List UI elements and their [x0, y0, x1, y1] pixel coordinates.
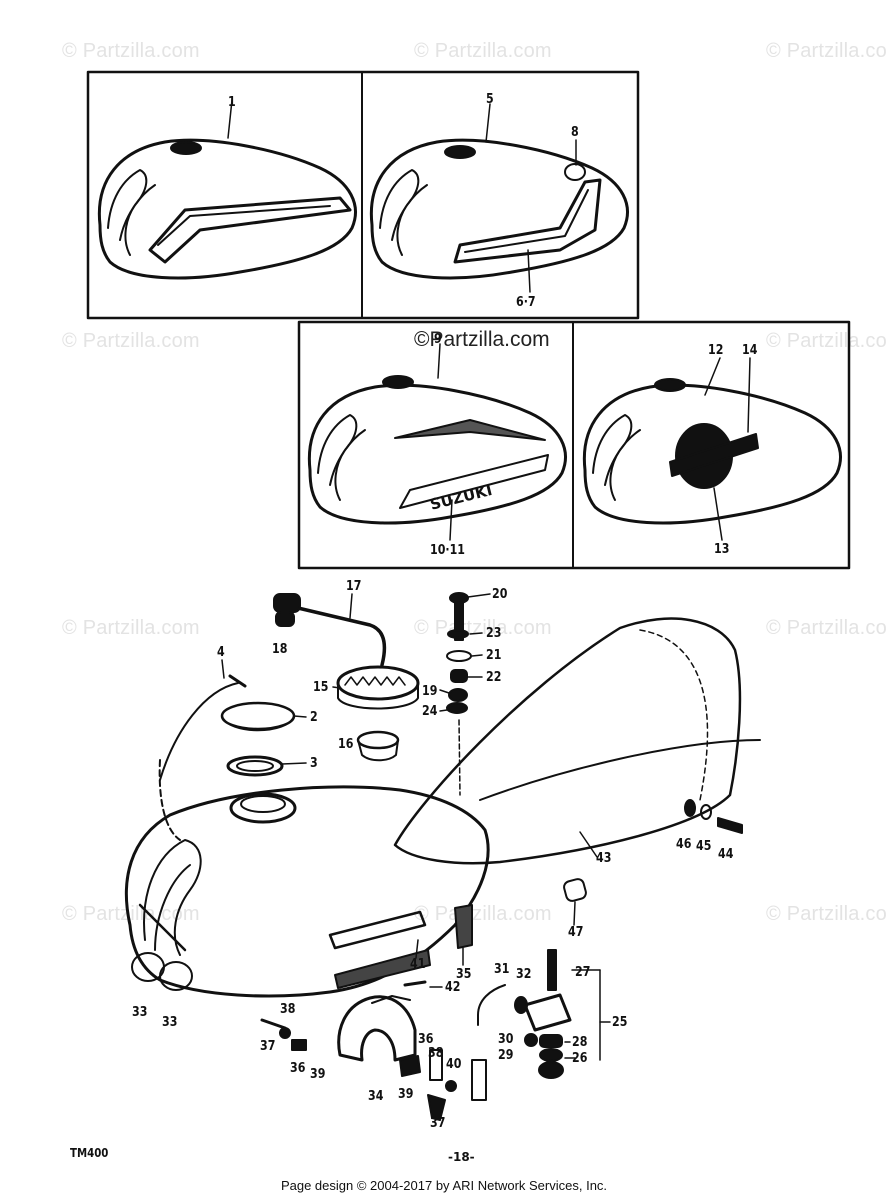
callout-25: 25 — [612, 1015, 628, 1030]
callout-42: 42 — [445, 980, 461, 995]
callout-39: 39 — [398, 1087, 414, 1102]
callout-36: 36 — [418, 1032, 434, 1047]
callout-43: 43 — [596, 851, 612, 866]
callout-40: 40 — [446, 1057, 462, 1072]
footer-copyright: Page design © 2004-2017 by ARI Network S… — [280, 1178, 608, 1193]
callout-46: 46 — [676, 837, 692, 852]
callout-47: 47 — [568, 925, 584, 940]
watermark: © Partzilla.com — [414, 903, 552, 925]
center-watermark: ©Partzilla.com — [414, 328, 550, 351]
callout-18: 18 — [272, 642, 288, 657]
callout-33: 33 — [162, 1015, 178, 1030]
main-fuel-tank — [124, 759, 490, 998]
callout-29: 29 — [498, 1048, 514, 1063]
callout-23: 23 — [486, 626, 502, 641]
callout-2: 2 — [310, 710, 318, 725]
watermark: © Partzilla.com — [766, 40, 888, 62]
callout-6-7: 6·7 — [516, 295, 536, 310]
bolt-stack — [446, 592, 472, 796]
callout-28: 28 — [572, 1035, 588, 1050]
tank-badge-text: SUZUKI — [428, 481, 494, 514]
callout-37: 37 — [430, 1116, 446, 1131]
fuel-cap-assembly — [159, 593, 420, 781]
watermark: © Partzilla.com — [62, 617, 200, 639]
fuel-tank-variant-12 — [582, 357, 842, 541]
rubber-cushion — [563, 878, 587, 902]
callout-5: 5 — [486, 92, 494, 107]
callout-1: 1 — [228, 95, 236, 110]
tank-mount-rubber — [454, 904, 473, 949]
drawing-code: TM400 — [70, 1146, 109, 1160]
callout-12: 12 — [708, 343, 724, 358]
callout-10-11: 10·11 — [430, 543, 465, 558]
callout-3: 3 — [310, 756, 318, 771]
page-number: -18- — [448, 1150, 475, 1164]
fuel-tank-variant-5 — [369, 103, 629, 293]
callout-31: 31 — [494, 962, 510, 977]
callout-38: 38 — [280, 1002, 296, 1017]
callout-14: 14 — [742, 343, 758, 358]
callout-24: 24 — [422, 704, 438, 719]
watermark: © Partzilla.com — [414, 40, 552, 62]
mounting-bracket — [337, 995, 417, 1062]
callout-22: 22 — [486, 670, 502, 685]
callout-21: 21 — [486, 648, 502, 663]
callout-33: 33 — [132, 1005, 148, 1020]
callout-34: 34 — [368, 1089, 384, 1104]
fuel-tank-variant-9: SUZUKI — [307, 343, 567, 541]
callout-16: 16 — [338, 737, 354, 752]
callout-35: 35 — [456, 967, 472, 982]
fuel-tank-variant-1 — [97, 99, 357, 280]
callout-38: 38 — [428, 1046, 444, 1061]
callout-17: 17 — [346, 579, 362, 594]
callout-36: 36 — [290, 1061, 306, 1076]
fuel-petcock — [471, 949, 572, 1101]
callout-32: 32 — [516, 967, 532, 982]
callout-19: 19 — [422, 684, 438, 699]
callout-45: 45 — [696, 839, 712, 854]
callout-39: 39 — [310, 1067, 326, 1082]
callout-8: 8 — [571, 125, 579, 140]
callout-41: 41 — [410, 957, 426, 972]
watermark: © Partzilla.com — [62, 330, 200, 352]
watermark: © Partzilla.com — [766, 903, 888, 925]
callout-15: 15 — [313, 680, 329, 695]
callout-44: 44 — [718, 847, 734, 862]
watermark: © Partzilla.com — [766, 330, 888, 352]
callout-27: 27 — [575, 965, 591, 980]
watermark: © Partzilla.com — [62, 903, 200, 925]
watermark: © Partzilla.com — [766, 617, 888, 639]
watermark: © Partzilla.com — [62, 40, 200, 62]
callout-26: 26 — [572, 1051, 588, 1066]
seat — [393, 617, 761, 865]
callout-13: 13 — [714, 542, 730, 557]
callout-30: 30 — [498, 1032, 514, 1047]
callout-4: 4 — [217, 645, 225, 660]
callout-37: 37 — [260, 1039, 276, 1054]
callout-20: 20 — [492, 587, 508, 602]
callout-9: 9 — [434, 332, 442, 347]
